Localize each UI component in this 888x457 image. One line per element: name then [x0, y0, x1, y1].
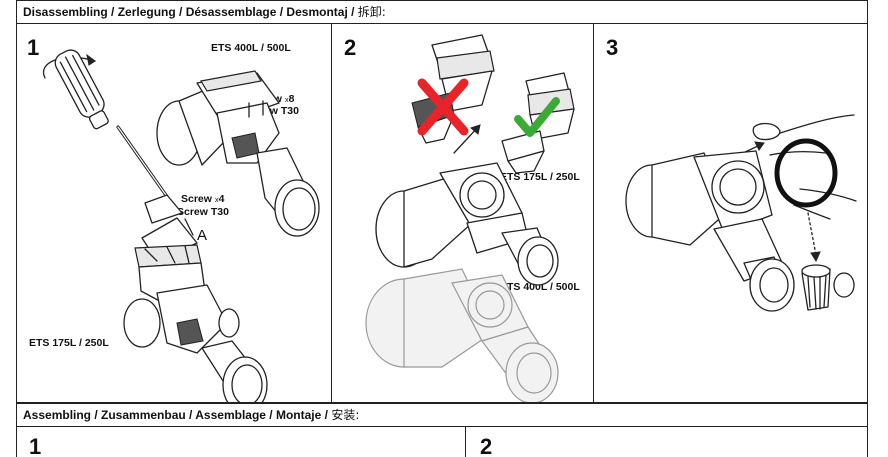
disassembling-step-3-panel: 3: [593, 23, 869, 403]
step-number-2: 2: [344, 35, 357, 60]
model-label-ets-175l-250l: ETS 175L / 250L: [29, 337, 109, 349]
disassembling-header: Disassembling / Zerlegung / Désassemblag…: [17, 0, 867, 24]
valve-body-175-250: [375, 162, 559, 286]
valve-ets-175l-250l-illustration: [123, 194, 268, 403]
screwdriver-illustration: [42, 49, 194, 236]
assembling-header-text: Assembling / Zusammenbau / Assemblage / …: [23, 408, 328, 422]
screw-x4-prefix: Screw: [181, 193, 212, 205]
section-divider: [17, 402, 867, 403]
screw-x8-count: 8: [288, 93, 295, 105]
instruction-sheet: Disassembling / Zerlegung / Désassemblag…: [16, 0, 868, 457]
green-check-icon: [514, 97, 560, 137]
disassembling-step-2-panel: 2 ETS 175L / 250L ETS 400L / 500L: [331, 23, 593, 403]
screw-x4-count: 4: [218, 193, 225, 205]
valve-body-400-500: [365, 268, 559, 403]
valve-body-step3: [625, 150, 795, 312]
valve-ets-400l-500l-illustration: [156, 70, 320, 237]
assembling-step-number-1: 1: [29, 434, 42, 457]
wrong-insert-illustration: [411, 34, 495, 144]
screw-x8-mult: x: [284, 95, 289, 104]
model-label-ets-175l-250l-step2: ETS 175L / 250L: [500, 171, 580, 183]
o-ring-illustration: [774, 138, 838, 208]
letter-a-label: A: [197, 227, 208, 244]
disassembling-step-1-panel: 1 ETS 400L / 500L Screw x8 Screw T30 Scr…: [17, 23, 331, 403]
assembling-step-1-panel: 1: [17, 427, 465, 457]
step2-illustration: [365, 34, 575, 403]
step3-illustration: [625, 114, 857, 312]
step-number-1: 1: [27, 35, 40, 60]
assembling-step-2-panel: 2: [465, 427, 869, 457]
assembling-header-cjk: 安装:: [331, 408, 360, 422]
waste-bin-illustration: [801, 264, 855, 311]
model-label-ets-400l-500l-step2: ETS 400L / 500L: [500, 281, 580, 293]
assembling-step-number-2: 2: [480, 434, 493, 457]
disassembling-header-cjk: 拆卸:: [357, 5, 386, 19]
screw-x4-mult: x: [214, 195, 219, 204]
screw-x4-label: Screw x4: [181, 193, 224, 206]
assembling-header: Assembling / Zusammenbau / Assemblage / …: [17, 403, 867, 427]
disassembling-header-text: Disassembling / Zerlegung / Désassemblag…: [23, 5, 355, 19]
screw-t30-label-bottom: Screw T30: [177, 206, 229, 218]
step-number-3: 3: [606, 35, 619, 60]
model-label-ets-400l-500l: ETS 400L / 500L: [211, 42, 291, 54]
red-x-icon: [417, 78, 469, 136]
